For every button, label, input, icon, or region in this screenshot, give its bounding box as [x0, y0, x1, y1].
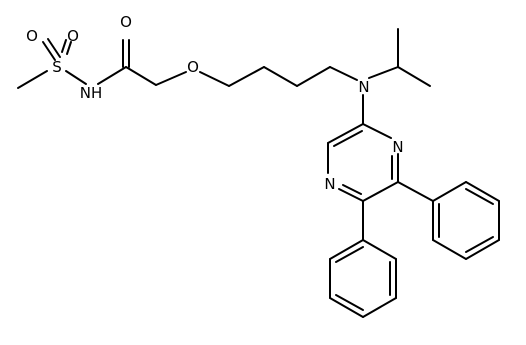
atom-o-sulfonyl-right: O: [67, 27, 79, 45]
bond-ch2-o-ether: [155, 71, 187, 86]
atom-n-amine: N: [358, 78, 369, 96]
pyrazine-c-n-left: [338, 188, 364, 202]
phenyl-a-inner-1: [465, 188, 494, 205]
atom-n-pyrazine-left: N: [324, 175, 335, 193]
phenyl-b-b3: [362, 297, 397, 318]
pyrazine-c-n-left-inner: [342, 184, 362, 195]
pyrazine-c-c-bottom: [362, 181, 399, 202]
bond-chain-4: [296, 66, 331, 87]
bond-chain-2: [228, 66, 265, 87]
bond-chain-n: [329, 66, 358, 81]
bond-o-chain-1: [199, 71, 230, 87]
bond-n-isopropyl: [368, 66, 399, 79]
bond-pyrazine-phenyl-a: [397, 181, 434, 202]
atom-nh: NH: [80, 84, 103, 102]
phenyl-b-b4: [329, 297, 364, 318]
phenyl-b-b6: [329, 239, 364, 260]
phenyl-a-b4: [465, 239, 500, 260]
pyrazine-c-c-top-inner: [333, 130, 363, 147]
atom-sulfur: S: [52, 58, 62, 76]
bond-s-n: [65, 70, 87, 85]
phenyl-a-b2: [465, 181, 500, 202]
atom-o-sulfonyl-left: O: [26, 27, 38, 45]
bond-s-o-left-a: [42, 41, 56, 61]
bond-n-carbonyl: [97, 66, 127, 85]
pyrazine-c-n-top: [362, 123, 392, 139]
bond-carbonyl-ch2: [125, 66, 157, 86]
atom-o-ether: O: [187, 58, 199, 76]
phenyl-b-b1: [362, 239, 397, 260]
bond-chain-3: [263, 66, 298, 87]
bond-methyl-s: [17, 70, 48, 89]
bond-isopropyl-right: [397, 66, 431, 87]
bond-s-o-right-b: [66, 41, 72, 55]
phenyl-a-b1: [432, 181, 467, 202]
atom-o-carbonyl: O: [120, 13, 132, 31]
bond-s-o-left-b: [47, 38, 61, 58]
phenyl-a-inner-2: [465, 236, 494, 253]
pyrazine-c-c-top: [327, 123, 364, 144]
phenyl-b-inner-3: [335, 246, 364, 263]
phenyl-b-inner-2: [335, 294, 364, 311]
phenyl-a-b5: [432, 239, 467, 260]
atom-n-pyrazine-right: N: [392, 138, 403, 156]
bond-s-o-right-a: [61, 39, 67, 53]
